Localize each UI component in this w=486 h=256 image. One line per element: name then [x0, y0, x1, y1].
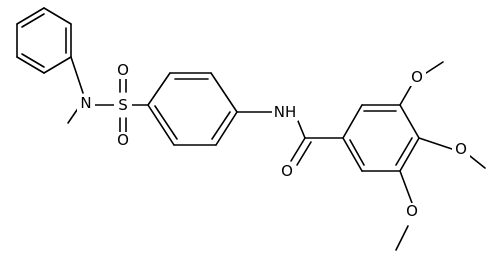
methoxy-oxygen-4-label: O — [455, 140, 467, 158]
central-phenylene-ring — [147, 72, 238, 146]
amide-linkage-bonds — [236, 111, 344, 166]
n-phenyl-ring — [16, 7, 72, 74]
methoxy-bonds — [395, 61, 486, 251]
trimethoxyphenyl-ring — [342, 104, 420, 172]
methoxy-oxygen-3-label: O — [411, 68, 423, 86]
sulfonamide-nitrogen-label: N — [80, 94, 91, 112]
methoxy-oxygen-5-label: O — [406, 202, 418, 220]
sulfonyl-oxygen-top-label: O — [117, 61, 129, 79]
atom-labels: S O O N NH O O O O — [77, 61, 470, 220]
sulfonyl-oxygen-bonds — [119, 77, 127, 133]
sulfur-atom-label: S — [118, 96, 128, 114]
sulfonamide-n-bonds — [67, 56, 116, 124]
carbonyl-oxygen-label: O — [281, 162, 293, 180]
amide-nh-label: NH — [274, 103, 297, 121]
sulfonyl-oxygen-bottom-label: O — [117, 131, 129, 149]
